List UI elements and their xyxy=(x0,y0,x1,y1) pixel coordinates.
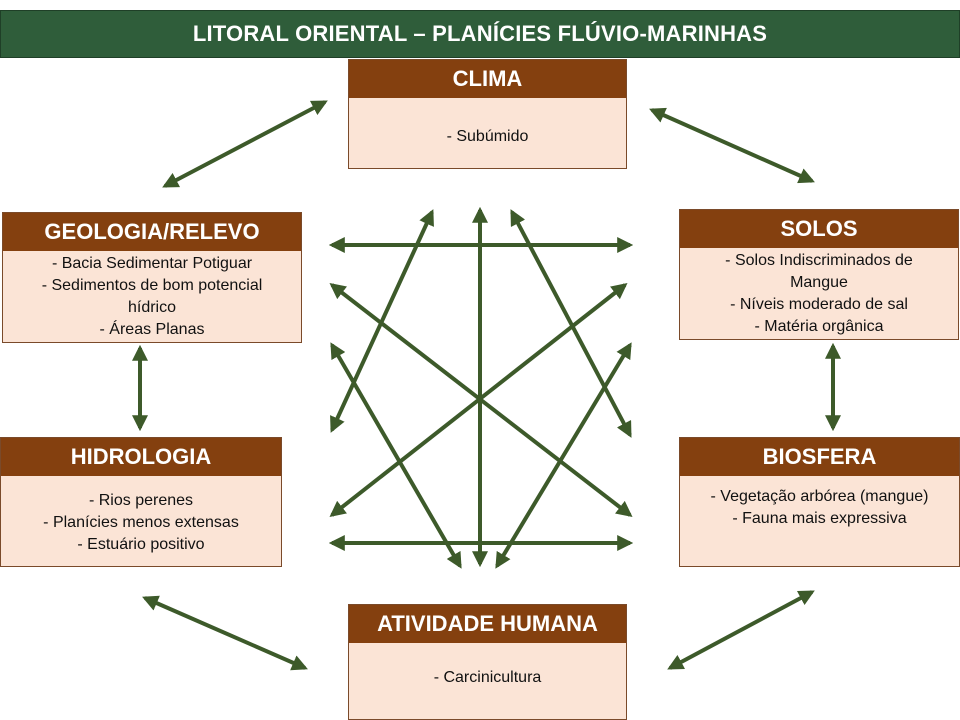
biosfera-header: BIOSFERA xyxy=(680,438,959,476)
atividade-header: ATIVIDADE HUMANA xyxy=(349,605,626,643)
biosfera-body: - Vegetação arbórea (mangue) - Fauna mai… xyxy=(680,476,959,534)
solos-item: - Solos Indiscriminados de Mangue xyxy=(725,252,913,291)
solos-item: - Níveis moderado de sal xyxy=(730,296,908,313)
solos-header: SOLOS xyxy=(680,210,958,248)
geologia-box: GEOLOGIA/RELEVO - Bacia Sedimentar Potig… xyxy=(2,212,302,343)
geologia-body: - Bacia Sedimentar Potiguar - Sedimentos… xyxy=(3,251,301,343)
diagram-title: LITORAL ORIENTAL – PLANÍCIES FLÚVIO-MARI… xyxy=(192,21,768,46)
arrow-solos-atividade xyxy=(495,342,632,569)
clima-body: - Subúmido xyxy=(349,98,626,152)
geologia-header: GEOLOGIA/RELEVO xyxy=(3,213,301,251)
geologia-item: - Áreas Planas xyxy=(99,321,205,338)
arrow-hidrologia-atividade xyxy=(142,595,308,671)
title-bar: LITORAL ORIENTAL – PLANÍCIES FLÚVIO-MARI… xyxy=(0,10,960,58)
solos-item: - Matéria orgânica xyxy=(754,318,884,335)
hidrologia-header: HIDROLOGIA xyxy=(1,438,281,476)
hidrologia-box: HIDROLOGIA - Rios perenes - Planícies me… xyxy=(0,437,282,567)
hidrologia-body: - Rios perenes - Planícies menos extensa… xyxy=(1,476,281,560)
clima-header: CLIMA xyxy=(349,60,626,98)
hidrologia-item: - Planícies menos extensas xyxy=(43,514,239,531)
arrow-geologia-atividade xyxy=(330,342,462,569)
atividade-item: - Carcinicultura xyxy=(433,669,542,686)
hidrologia-item: - Estuário positivo xyxy=(77,536,205,553)
clima-item: - Subúmido xyxy=(446,128,529,145)
atividade-box: ATIVIDADE HUMANA - Carcinicultura xyxy=(348,604,627,720)
geologia-item: - Bacia Sedimentar Potiguar xyxy=(51,255,253,272)
biosfera-item: - Vegetação arbórea (mangue) xyxy=(710,488,929,505)
solos-body: - Solos Indiscriminados de Mangue - Níve… xyxy=(680,248,958,340)
biosfera-item: - Fauna mais expressiva xyxy=(732,510,907,527)
hidrologia-item: - Rios perenes xyxy=(88,492,194,509)
biosfera-box: BIOSFERA - Vegetação arbórea (mangue) - … xyxy=(679,437,960,567)
arrow-clima-geologia xyxy=(162,100,328,188)
solos-box: SOLOS - Solos Indiscriminados de Mangue … xyxy=(679,209,959,340)
clima-box: CLIMA - Subúmido xyxy=(348,59,627,169)
arrow-biosfera-atividade xyxy=(667,590,815,670)
arrow-clima-solos xyxy=(649,107,815,184)
atividade-body: - Carcinicultura xyxy=(349,643,626,693)
geologia-item: - Sedimentos de bom potencial hídrico xyxy=(41,277,263,316)
